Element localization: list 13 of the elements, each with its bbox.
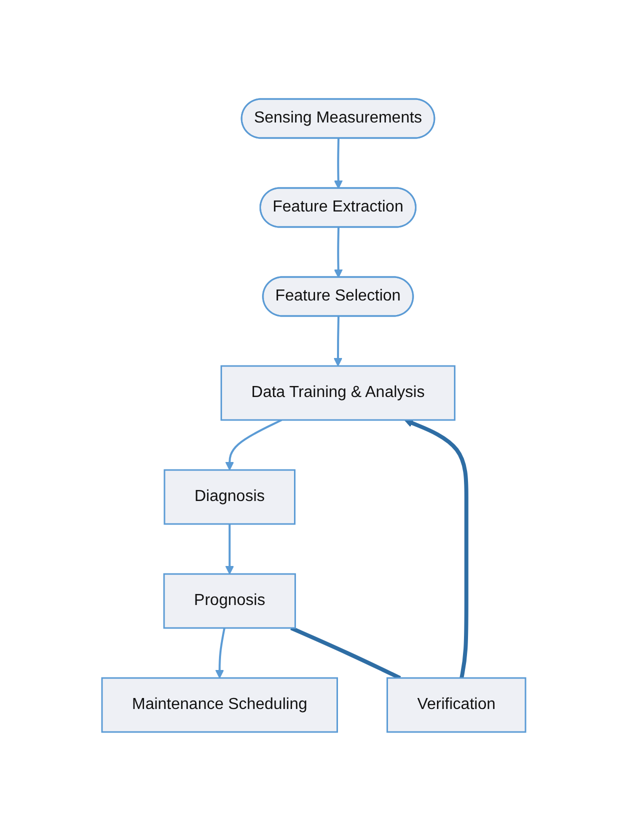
- node-box: Prognosis: [164, 573, 296, 629]
- arrow: [225, 419, 282, 470]
- arrow: [404, 418, 469, 678]
- arrow: [334, 227, 343, 278]
- arrow: [334, 138, 343, 189]
- node-box: Diagnosis: [164, 469, 296, 525]
- connector: [290, 626, 402, 680]
- arrow: [225, 524, 234, 574]
- arrow: [334, 316, 343, 366]
- node-box: Maintenance Scheduling: [102, 677, 338, 733]
- arrow: [215, 628, 226, 678]
- node-box: Verification: [386, 677, 526, 733]
- node-box: Data Training & Analysis: [220, 365, 456, 421]
